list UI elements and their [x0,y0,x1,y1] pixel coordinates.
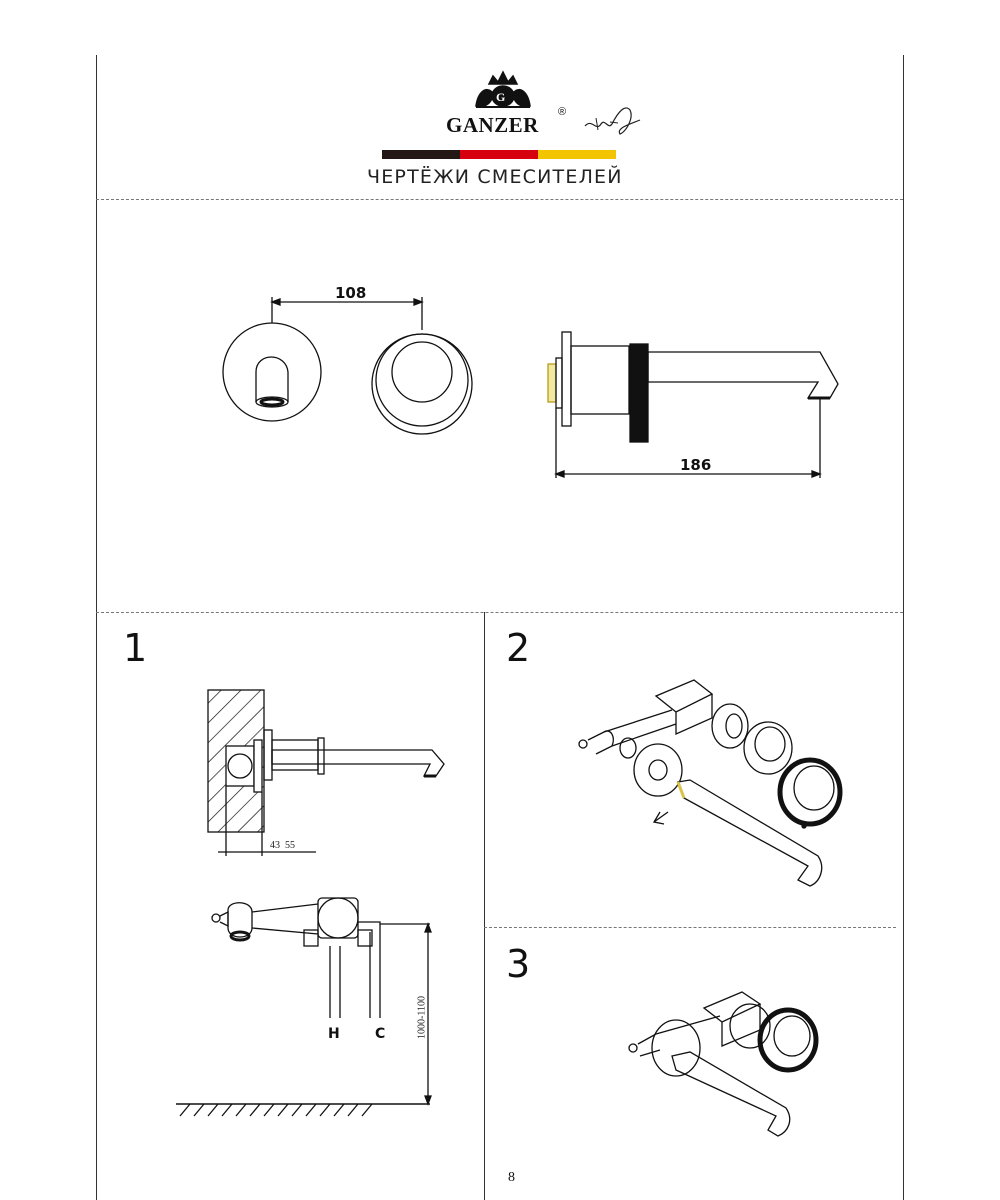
dim-108: 108 [335,284,367,302]
registered-mark: ® [558,106,567,118]
stripe-black [382,150,460,159]
stripe-yellow [538,150,616,159]
cold-label: C [375,1026,386,1042]
divider-header [96,199,903,200]
brand-name: GANZER [446,113,539,137]
stripe-red [460,150,538,159]
dim-186: 186 [680,456,712,474]
hot-label: H [328,1026,340,1042]
page-subtitle: ЧЕРТЁЖИ СМЕСИТЕЛЕЙ [367,166,623,188]
page-number: 8 [508,1170,515,1185]
step-2-number: 2 [506,626,531,670]
frame-left-line [96,55,97,1200]
svg-text:G: G [496,90,505,104]
divider-step2-step3 [484,927,896,928]
frame-right-line [903,55,904,1200]
step-1-wall-dims: 43 55 [270,840,295,851]
divider-steps [96,612,903,613]
divider-steps-vertical [484,612,485,1200]
step-3-number: 3 [506,942,531,986]
step-1-number: 1 [123,626,148,670]
